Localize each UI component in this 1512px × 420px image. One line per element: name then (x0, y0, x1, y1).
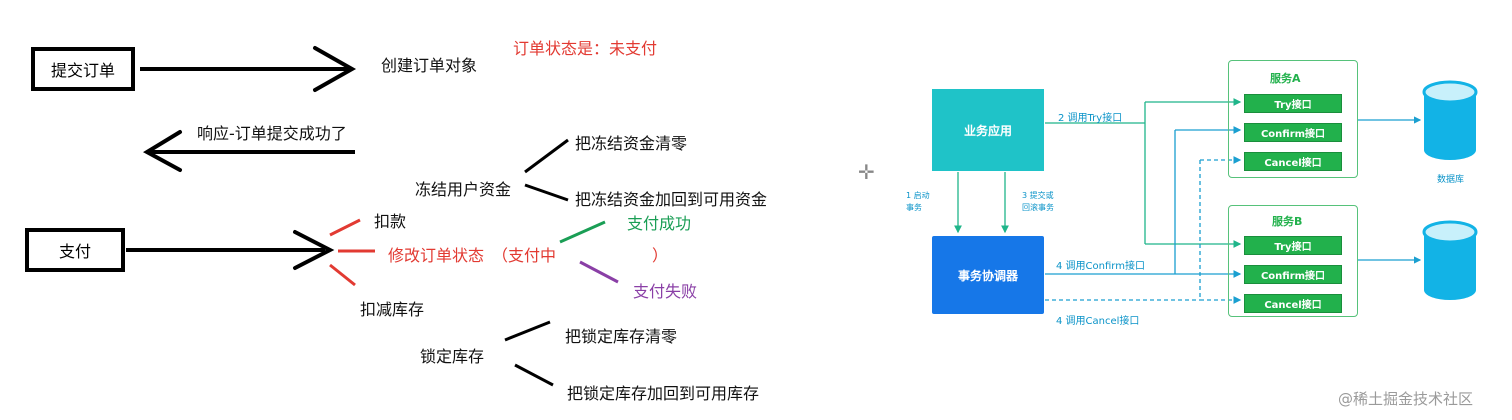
freeze-funds-text: 冻结用户资金 (415, 180, 512, 199)
submit-tx-label-1: 3 提交或 (1022, 191, 1054, 200)
reduce-stock-text: 扣减库存 (360, 300, 425, 319)
paying-open-text: （支付中 (492, 246, 557, 265)
order-status-text: 订单状态是：未支付 (513, 39, 658, 58)
return-locked-text: 把锁定库存加回到可用库存 (567, 384, 760, 403)
database-a-label: 数据库 (1437, 175, 1465, 185)
database-b-icon (1422, 220, 1478, 300)
create-order-text: 创建订单对象 (381, 56, 478, 75)
reduce-branch (329, 263, 356, 287)
submit-order-box: 提交订单 (31, 47, 135, 91)
lock-branch-up (504, 320, 551, 342)
call-try-label: 2 调用Try接口 (1058, 113, 1123, 124)
call-cancel-label: 4 调用Cancel接口 (1056, 316, 1140, 327)
freeze-branch-down (524, 183, 569, 202)
submit-arrow-head (313, 46, 357, 92)
left-diagram-lines (126, 46, 619, 387)
submit-order-label: 提交订单 (50, 61, 115, 80)
crosshair-icon: ✛ (858, 160, 875, 184)
coordinator-label: 事务协调器 (957, 268, 1018, 283)
confirm-b-interface: Confirm接口 (1244, 265, 1342, 284)
pay-fail-text: 支付失败 (633, 282, 698, 301)
service-b-title: 服务B (1272, 215, 1303, 228)
deduct-text: 扣款 (374, 212, 407, 231)
try-a-interface: Try接口 (1244, 94, 1342, 113)
business-app-node: 业务应用 (932, 89, 1044, 171)
paying-close-text: ） (652, 246, 669, 265)
submit-tx-label-2: 回滚事务 (1022, 203, 1054, 212)
start-tx-label-1: 1 启动 (906, 191, 930, 200)
deduct-branch (329, 218, 361, 237)
service-a-title: 服务A (1270, 72, 1301, 85)
try-b-interface: Try接口 (1244, 236, 1342, 255)
service-b-box (1228, 205, 1358, 317)
cancel-a-interface: Cancel接口 (1244, 152, 1342, 171)
success-branch (559, 220, 606, 244)
lock-branch-down (514, 363, 554, 387)
freeze-branch-up (524, 138, 569, 174)
database-a-icon (1422, 80, 1478, 160)
fail-branch (579, 260, 619, 284)
coordinator-node: 事务协调器 (932, 236, 1044, 314)
modify-status-text: 修改订单状态 (388, 246, 485, 265)
return-frozen-text: 把冻结资金加回到可用资金 (575, 190, 768, 209)
pay-box: 支付 (25, 228, 125, 272)
cancel-b-interface: Cancel接口 (1244, 294, 1342, 313)
response-arrow-head (142, 130, 182, 172)
watermark-text: @稀土掘金技术社区 (1338, 390, 1474, 408)
service-a-box (1228, 60, 1358, 178)
start-tx-label-2: 事务 (906, 203, 922, 212)
pay-label: 支付 (58, 242, 91, 261)
clear-locked-text: 把锁定库存清零 (565, 327, 678, 346)
business-app-label: 业务应用 (963, 123, 1012, 138)
response-text: 响应-订单提交成功了 (197, 124, 347, 143)
clear-frozen-text: 把冻结资金清零 (575, 134, 688, 153)
pay-arrow-head (293, 230, 335, 270)
call-confirm-label: 4 调用Confirm接口 (1056, 261, 1145, 272)
pay-success-text: 支付成功 (627, 214, 692, 233)
confirm-a-interface: Confirm接口 (1244, 123, 1342, 142)
lock-stock-text: 锁定库存 (420, 347, 485, 366)
